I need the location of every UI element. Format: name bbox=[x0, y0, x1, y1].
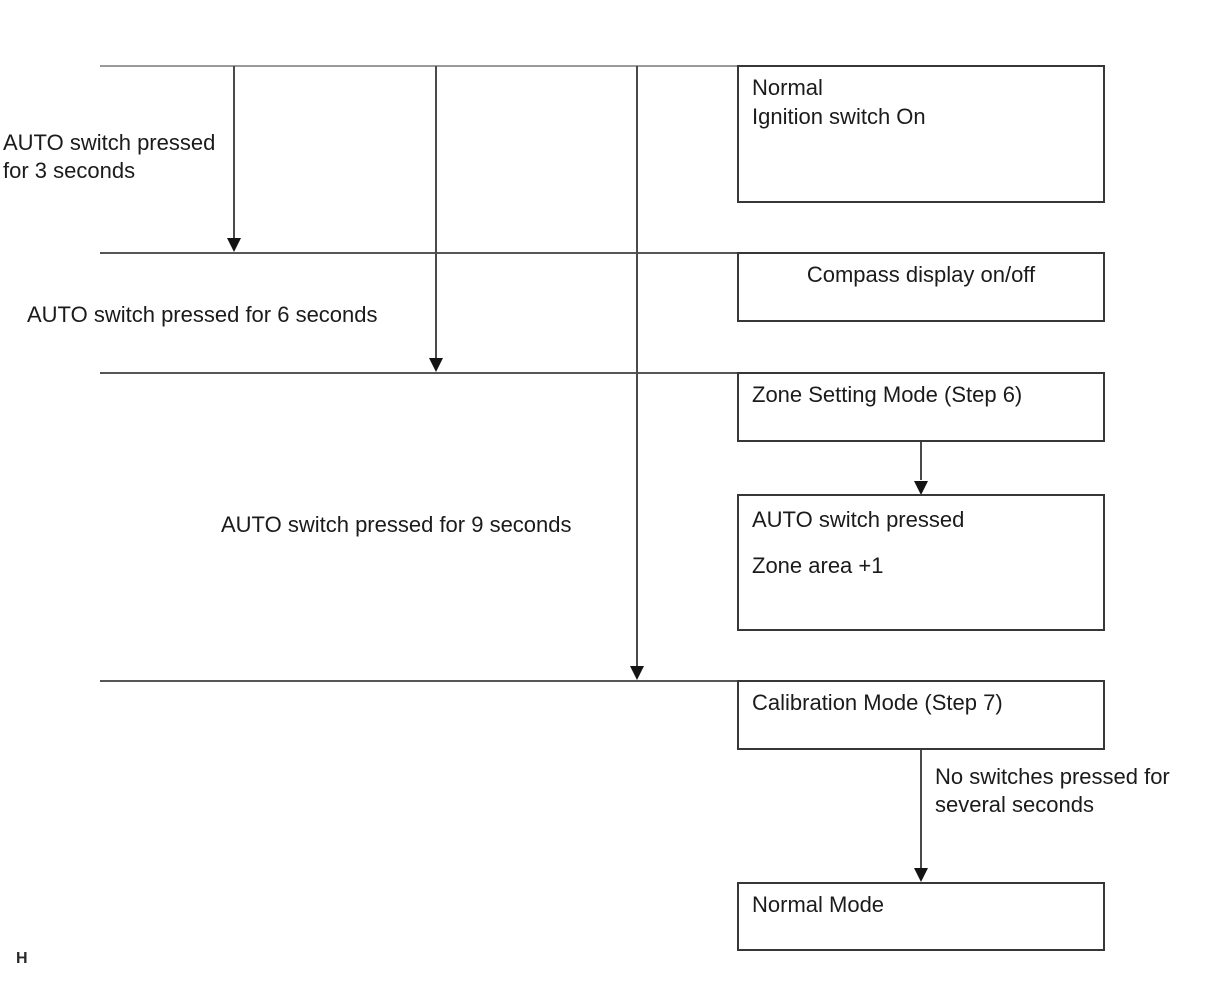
tier-rule-zone bbox=[100, 372, 737, 374]
node-normal-mode: Normal Mode bbox=[737, 882, 1105, 951]
arrow-6s-stem bbox=[435, 66, 437, 358]
arrow-3s-stem bbox=[233, 66, 235, 240]
arrowhead-down-icon bbox=[630, 666, 644, 680]
arrow-9s-stem bbox=[636, 66, 638, 666]
tier-rule-calibration bbox=[100, 680, 737, 682]
arrow-zone-stem bbox=[920, 442, 922, 480]
node-zone-area: AUTO switch pressed Zone area +1 bbox=[737, 494, 1105, 631]
footer-mark: H bbox=[16, 950, 28, 967]
node-zone-setting-label: Zone Setting Mode (Step 6) bbox=[752, 382, 1023, 407]
label-no-switches-line1: No switches pressed for bbox=[935, 764, 1170, 789]
label-no-switches: No switches pressed for several seconds bbox=[935, 763, 1170, 819]
tier-rule-normal bbox=[100, 65, 737, 67]
node-zone-area-line1: AUTO switch pressed bbox=[752, 507, 965, 532]
node-compass-label: Compass display on/off bbox=[806, 262, 1036, 287]
arrow-calibration-stem bbox=[920, 750, 922, 868]
label-no-switches-line2: several seconds bbox=[935, 792, 1094, 817]
label-press-9s: AUTO switch pressed for 9 seconds bbox=[221, 512, 572, 537]
label-press-6s: AUTO switch pressed for 6 seconds bbox=[27, 302, 378, 327]
arrowhead-down-icon bbox=[429, 358, 443, 372]
node-normal-ignition: Normal Ignition switch On bbox=[737, 65, 1105, 203]
label-press-3s-line2: for 3 seconds bbox=[3, 158, 136, 183]
node-zone-setting-mode: Zone Setting Mode (Step 6) bbox=[737, 372, 1105, 442]
node-normal-mode-label: Normal Mode bbox=[752, 892, 885, 917]
arrowhead-down-icon bbox=[914, 868, 928, 882]
label-press-3s-line1: AUTO switch pressed bbox=[3, 130, 216, 155]
tier-rule-compass bbox=[100, 252, 737, 254]
node-calibration-mode: Calibration Mode (Step 7) bbox=[737, 680, 1105, 750]
node-normal-line2: Ignition switch On bbox=[752, 104, 926, 129]
node-calibration-label: Calibration Mode (Step 7) bbox=[752, 690, 1003, 715]
node-zone-area-line2: Zone area +1 bbox=[752, 553, 884, 578]
node-normal-line1: Normal bbox=[752, 75, 823, 100]
node-compass-display: Compass display on/off bbox=[737, 252, 1105, 322]
arrowhead-down-icon bbox=[914, 481, 928, 495]
arrowhead-down-icon bbox=[227, 238, 241, 252]
label-press-3s: AUTO switch pressed for 3 seconds bbox=[3, 129, 215, 185]
